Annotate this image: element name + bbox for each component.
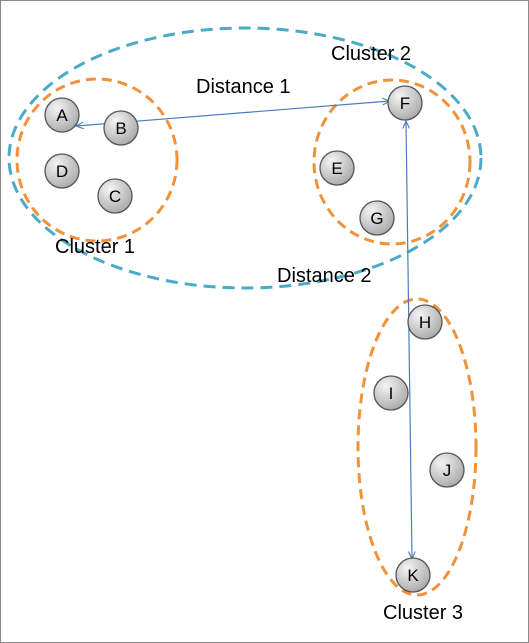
cluster-1-boundary [15,77,179,243]
node-i: I [373,375,409,411]
node-e-label: E [331,159,342,178]
node-j: J [429,452,465,488]
node-h-label: H [419,313,431,332]
cluster-1-label: Cluster 1 [55,236,135,258]
node-d-label: D [56,162,68,181]
distance-2-arrow [406,121,412,559]
node-a: A [44,97,80,133]
cluster-2-boundary [312,78,472,246]
node-c-label: C [109,187,121,206]
node-d: D [44,153,80,189]
node-k-label: K [407,566,419,585]
node-i-label: I [389,384,394,403]
node-f: F [387,85,423,121]
node-k: K [395,557,431,593]
node-f-label: F [400,94,410,113]
node-j-label: J [443,461,452,480]
node-e: E [319,150,355,186]
cluster-3-boundary [356,297,478,597]
node-g: G [359,200,395,236]
node-b: B [103,110,139,146]
outer-cluster-boundary [7,26,483,290]
distance-1-label: Distance 1 [196,76,291,98]
distance-2-label: Distance 2 [277,265,372,287]
node-c: C [97,178,133,214]
node-b-label: B [115,119,126,138]
cluster-2-label: Cluster 2 [331,43,411,65]
node-g-label: G [370,209,383,228]
node-h: H [407,304,443,340]
cluster-3-label: Cluster 3 [383,602,463,624]
node-a-label: A [56,106,68,125]
